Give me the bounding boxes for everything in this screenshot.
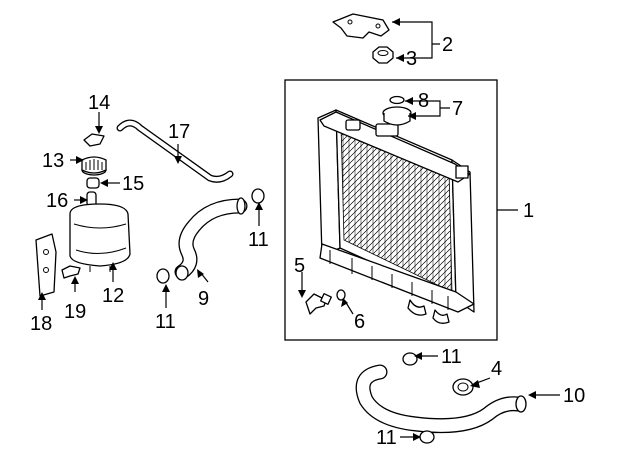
nut-part <box>372 46 394 64</box>
reservoir-cap-part <box>81 156 107 176</box>
callout-1: 1 <box>523 200 534 222</box>
o-ring-part <box>336 289 346 301</box>
radiator-cap-part <box>382 95 412 126</box>
callout-4: 4 <box>491 358 502 380</box>
callout-11-c: 11 <box>441 346 462 368</box>
callout-7: 7 <box>452 98 463 120</box>
callout-17: 17 <box>168 121 190 143</box>
clamp-part <box>452 378 474 396</box>
callout-16: 16 <box>46 190 68 212</box>
callout-14: 14 <box>88 92 110 114</box>
tank-bracket-part <box>35 233 57 297</box>
callout-labels: 1 2 3 4 5 6 7 8 9 10 11 11 11 11 12 13 1… <box>30 34 585 449</box>
clip-part <box>83 133 105 147</box>
callout-9: 9 <box>198 288 209 310</box>
bracket-part <box>332 13 390 39</box>
callout-3: 3 <box>406 48 417 70</box>
callout-12: 12 <box>102 285 124 307</box>
callout-13: 13 <box>42 150 64 172</box>
fitting-part <box>61 265 81 279</box>
callout-11-b: 11 <box>155 311 176 333</box>
callout-2: 2 <box>442 34 453 56</box>
callout-19: 19 <box>64 301 86 323</box>
callout-6: 6 <box>354 311 365 333</box>
callout-8: 8 <box>418 90 429 112</box>
leader-lines <box>38 18 560 441</box>
callout-10: 10 <box>563 385 585 407</box>
callout-15: 15 <box>122 173 144 195</box>
callout-5: 5 <box>294 255 305 277</box>
grommet-part <box>86 177 100 189</box>
callout-11-d: 11 <box>376 427 397 449</box>
callout-18: 18 <box>30 313 52 335</box>
callout-11-a: 11 <box>248 229 269 251</box>
drain-plug-part <box>305 293 332 315</box>
radiator-part <box>317 109 475 324</box>
reservoir-tank-part <box>69 203 131 272</box>
